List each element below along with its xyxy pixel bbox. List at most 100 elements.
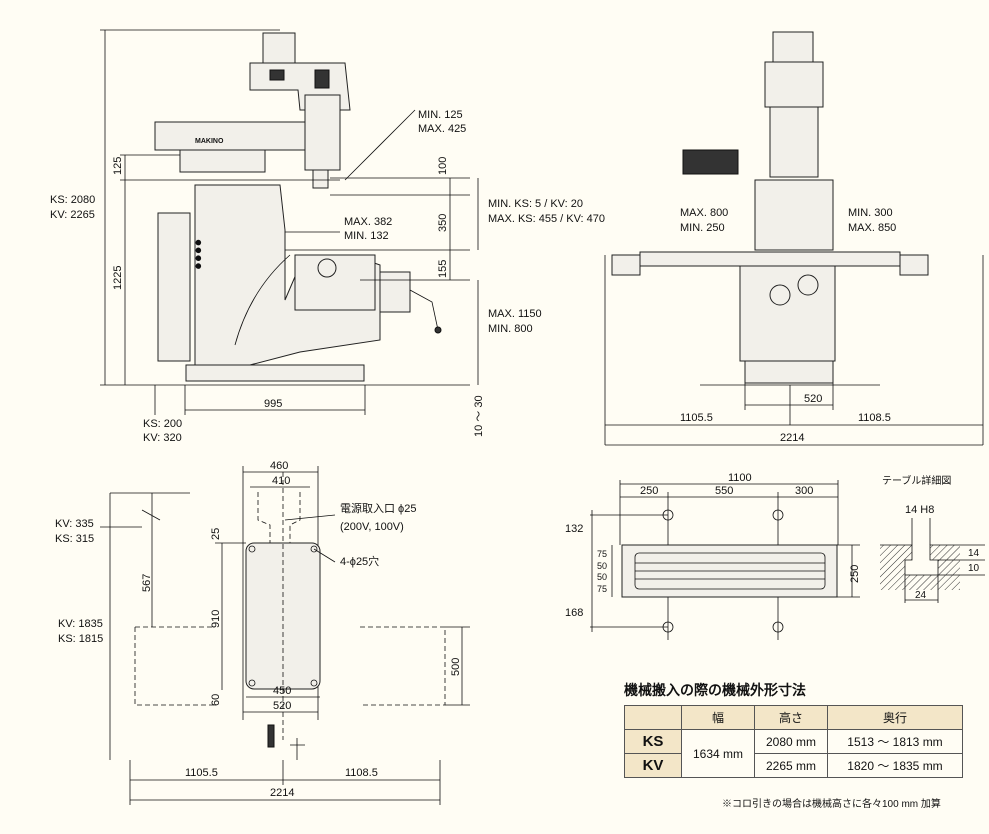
column-outline	[257, 492, 301, 545]
knee-max: MAX. 382	[344, 216, 392, 228]
side-base	[744, 360, 834, 384]
ram-head	[154, 121, 306, 151]
spindle-nose	[312, 169, 329, 189]
side-wheel-a	[769, 284, 791, 306]
plan-offset-ks: KS: 315	[55, 533, 94, 545]
offset-kv: KV: 320	[143, 432, 182, 444]
crank-stub	[267, 724, 275, 748]
front-view: MAKINO ●●●● KS: 2080 KV: 2265 125 1225 M…	[50, 29, 605, 444]
quill-housing	[304, 94, 341, 171]
plan-dim-910: 910	[210, 610, 222, 628]
side-wheel-b	[797, 274, 819, 296]
side-dim-520: 520	[804, 393, 822, 405]
crank-handle	[409, 289, 439, 331]
knee-min: MIN. 132	[344, 230, 389, 242]
dim-1225: 1225	[112, 266, 124, 290]
head-gearbox	[314, 69, 330, 89]
plan-depth-kv: KV: 1835	[58, 618, 103, 630]
dro-display	[682, 149, 739, 175]
spindle-max: MAX. KS: 455 / KV: 470	[488, 213, 605, 225]
spindle-min: MIN. KS: 5 / KV: 20	[488, 198, 583, 210]
table-dim-550: 550	[715, 485, 733, 497]
dim-125: 125	[112, 157, 124, 175]
plan-dim-450: 450	[273, 685, 291, 697]
side-head	[764, 61, 824, 108]
table-height-max: MAX. 1150	[488, 308, 542, 320]
spec-header-height: 高さ	[754, 705, 828, 730]
spec-model-ks: KS	[624, 729, 682, 754]
plan-offset-kv: KV: 335	[55, 518, 94, 530]
detail-profile	[880, 544, 960, 576]
side-left-min: MIN. 250	[680, 222, 725, 234]
electric-cabinet	[157, 212, 191, 362]
side-right-max: MAX. 850	[848, 222, 896, 234]
side-motor	[772, 31, 814, 63]
plan-depth-ks: KS: 1815	[58, 633, 103, 645]
table-dim-250v: 250	[849, 565, 861, 583]
mount-hole-br	[772, 621, 784, 633]
plan-dim-460: 460	[270, 460, 288, 472]
offset-ks: KS: 200	[143, 418, 182, 430]
mount-hole-tr	[772, 509, 784, 521]
side-right-min: MIN. 300	[848, 207, 893, 219]
side-dim-2214: 2214	[780, 432, 804, 444]
detail-slot-label: 14 H8	[905, 504, 934, 516]
side-quill	[769, 106, 819, 178]
column-logo: ●●●●	[190, 239, 205, 270]
spindle-motor	[262, 32, 296, 64]
dim-350: 350	[437, 214, 449, 232]
table-dim-132: 132	[565, 523, 583, 535]
dim-995: 995	[264, 398, 282, 410]
table-slot-75b: 75	[597, 584, 607, 594]
offset-leader	[141, 509, 161, 521]
plan-dim-500: 500	[450, 658, 462, 676]
plan-dim-25: 25	[210, 528, 222, 540]
bolt-hole-tr	[310, 545, 318, 553]
dim-leveling: 10 ～ 30	[473, 395, 485, 437]
table-end	[379, 271, 411, 313]
side-dim-1105: 1105.5	[680, 412, 713, 424]
spec-table-title: 機械搬入の際の機械外形寸法	[624, 682, 806, 698]
detail-dim-24: 24	[915, 590, 927, 601]
dim-155: 155	[437, 260, 449, 278]
side-dim-1108: 1108.5	[858, 412, 891, 424]
spec-model-kv: KV	[624, 753, 682, 778]
table-dim-300: 300	[795, 485, 813, 497]
left-handwheel	[611, 254, 641, 276]
spec-height-ks: 2080 mm	[754, 729, 828, 754]
spec-header-row: 幅 高さ 奥行	[624, 705, 963, 730]
bolt-hole-tl	[248, 545, 256, 553]
table-dim-168: 168	[565, 607, 583, 619]
table-dim-1100: 1100	[728, 472, 752, 484]
power-inlet-label: 電源取入口 ϕ25	[340, 501, 416, 515]
plan-dim-410: 410	[272, 475, 290, 487]
coolant-hose	[234, 254, 291, 346]
plan-dim-1105: 1105.5	[185, 767, 218, 779]
table-slot-50a: 50	[597, 561, 607, 571]
detail-dim-14: 14	[968, 548, 980, 559]
spec-note: ※コロ引きの場合は機械高さに各々100 mm 加算	[722, 799, 941, 810]
spec-header-width: 幅	[681, 705, 755, 730]
table-left-outline	[134, 626, 215, 706]
bolt-hole-br	[310, 679, 318, 687]
plan-dim-2214: 2214	[270, 787, 294, 799]
detail-section	[880, 545, 960, 590]
handle-stub	[290, 738, 305, 760]
table-slot-75a: 75	[597, 549, 607, 559]
tslot-detail: テーブル詳細図 14 H8 14 10 24	[880, 474, 985, 603]
ram-lower	[179, 149, 266, 173]
right-handwheel	[899, 254, 929, 276]
side-left-max: MAX. 800	[680, 207, 728, 219]
spec-width: 1634 mm	[681, 729, 755, 778]
side-table	[639, 251, 901, 267]
overall-height-ks: KS: 2080	[50, 194, 95, 206]
side-column	[754, 179, 834, 251]
spec-header-depth: 奥行	[827, 705, 963, 730]
overall-height-kv: KV: 2265	[50, 209, 95, 221]
table-slot-50b: 50	[597, 572, 607, 582]
dim-100: 100	[437, 157, 449, 175]
table-height-min: MIN. 800	[488, 323, 533, 335]
ram-leader	[344, 109, 416, 181]
